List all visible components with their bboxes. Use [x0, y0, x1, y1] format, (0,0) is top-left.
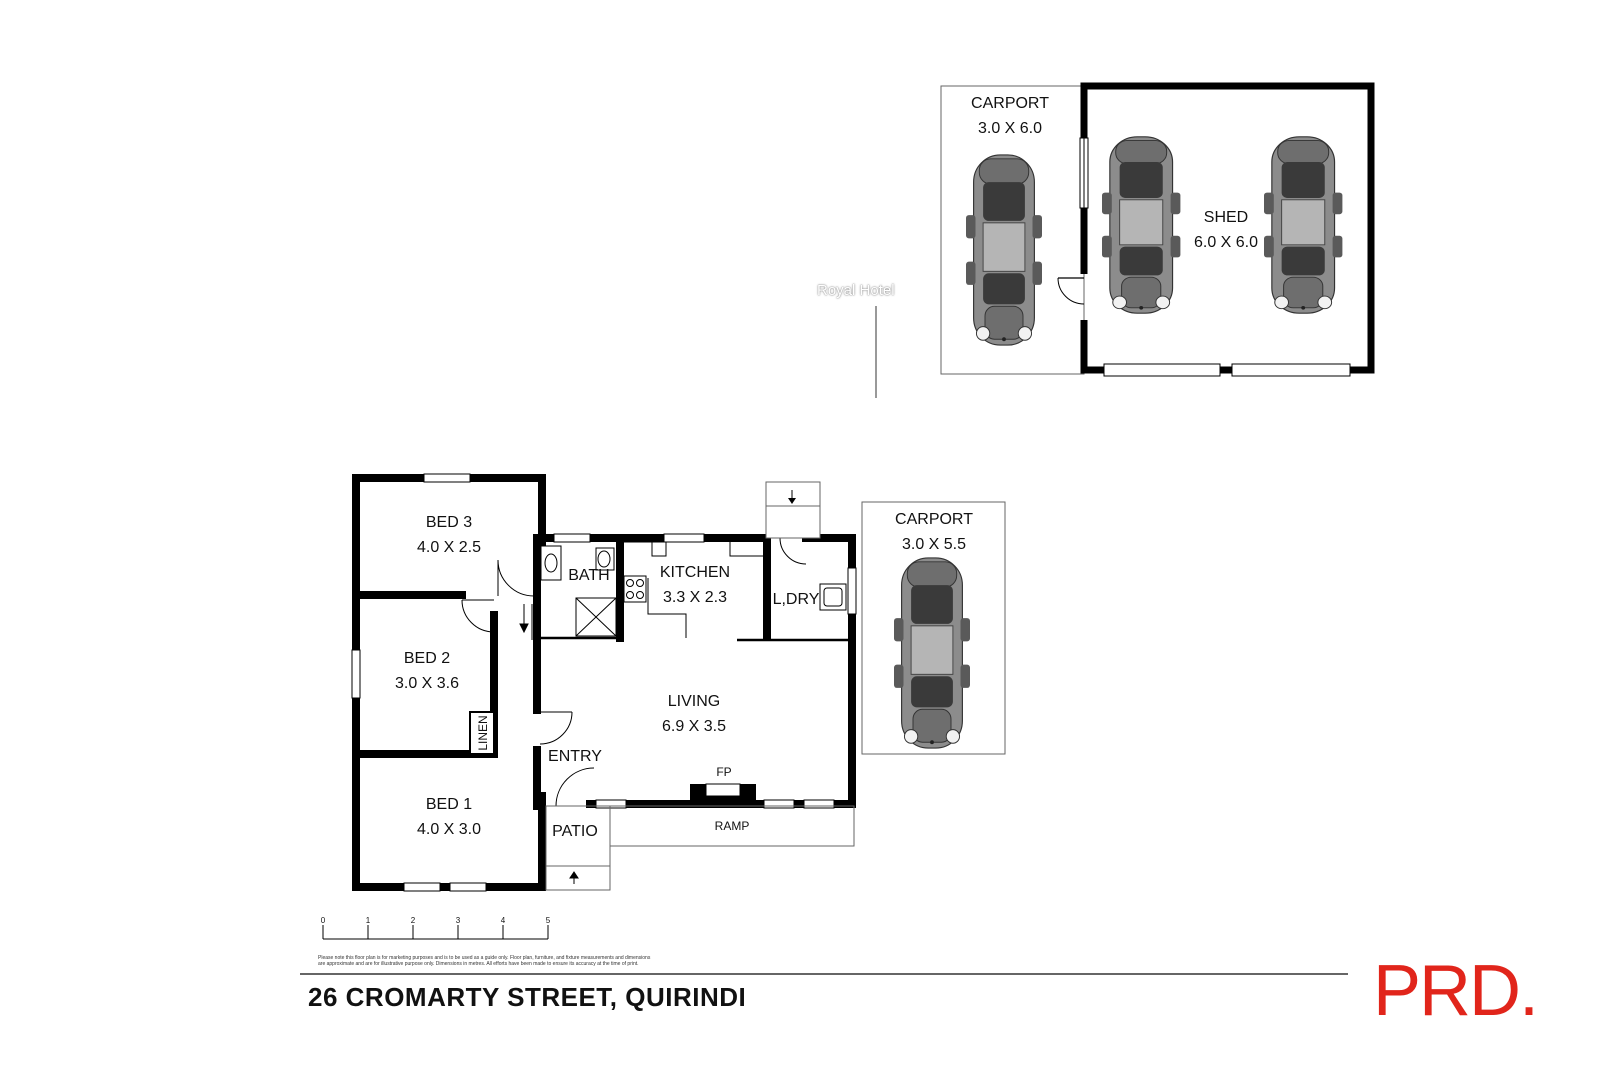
scale-tick-label: 0 — [321, 916, 326, 925]
living-name: LIVING — [668, 693, 720, 710]
car-icon — [965, 154, 1043, 346]
ramp-name: RAMP — [715, 819, 750, 833]
shed-door — [1057, 277, 1085, 305]
scale-tick-label: 1 — [366, 916, 371, 925]
carport-top-name: CARPORT — [971, 95, 1049, 112]
bed3-size: 4.0 X 2.5 — [417, 539, 481, 556]
linen-name: LINEN — [476, 715, 490, 750]
living-size: 6.9 X 3.5 — [662, 718, 726, 735]
carport-main-outline — [861, 501, 1006, 755]
scale-tick-label: 2 — [411, 916, 416, 925]
patio-name: PATIO — [552, 823, 598, 840]
shed-window — [1079, 137, 1089, 209]
kitchen-name: KITCHEN — [660, 564, 730, 581]
laundry-tub — [819, 583, 847, 611]
bed2-size: 3.0 X 3.6 — [395, 675, 459, 692]
fireplace-name: FP — [716, 765, 731, 779]
room-labels: BED 3 4.0 X 2.5 BED 2 3.0 X 3.6 BED 1 4.… — [395, 95, 1258, 840]
bed2-name: BED 2 — [404, 650, 450, 667]
kitchen-size: 3.3 X 2.3 — [663, 589, 727, 606]
patio-ramp — [545, 805, 855, 891]
linen-cupboard — [469, 711, 495, 755]
corridor-arrow — [519, 604, 533, 640]
fireplace — [690, 783, 756, 804]
laundry-name: L,DRY — [773, 591, 820, 608]
windows — [351, 473, 857, 892]
car-icon — [1101, 136, 1181, 314]
shed-walls — [1080, 82, 1375, 374]
bed1-name: BED 1 — [426, 796, 472, 813]
shed-name: SHED — [1204, 209, 1248, 226]
bed3-name: BED 3 — [426, 514, 472, 531]
bath-name: BATH — [568, 567, 609, 584]
kitchen-counters — [620, 541, 767, 638]
bath-fixtures — [540, 545, 617, 637]
carport-main-size: 3.0 X 5.5 — [902, 536, 966, 553]
disclaimer-line: are approximate and are for illustrative… — [318, 961, 639, 967]
disclaimer-line: Please note this floor plan is for marke… — [318, 955, 651, 961]
scale-tick-label: 3 — [456, 916, 461, 925]
carport-main-name: CARPORT — [895, 511, 973, 528]
scale-tick-label: 4 — [501, 916, 506, 925]
car-icon — [1263, 136, 1343, 314]
property-address: 26 CROMARTY STREET, QUIRINDI — [308, 982, 747, 1012]
car-icon — [893, 557, 971, 749]
shed-roller-doors — [1103, 363, 1351, 377]
rear-steps — [765, 481, 821, 539]
scale-tick-label: 5 — [546, 916, 551, 925]
logo-text: PRD — [1373, 951, 1521, 1031]
entry-name: ENTRY — [548, 748, 602, 765]
logo-dot: . — [1519, 951, 1539, 1031]
disclaimer: Please note this floor plan is for marke… — [318, 955, 718, 967]
thin-partitions — [537, 636, 852, 642]
landmark-label: Royal Hotel — [817, 282, 895, 299]
scale-bar — [322, 925, 549, 940]
scale-ticks: 0 1 2 3 4 5 — [321, 916, 551, 925]
shed-size: 6.0 X 6.0 — [1194, 234, 1258, 251]
prd-logo: PRD. — [1373, 955, 1539, 1027]
carport-top-size: 3.0 X 6.0 — [978, 120, 1042, 137]
bed1-size: 4.0 X 3.0 — [417, 821, 481, 838]
